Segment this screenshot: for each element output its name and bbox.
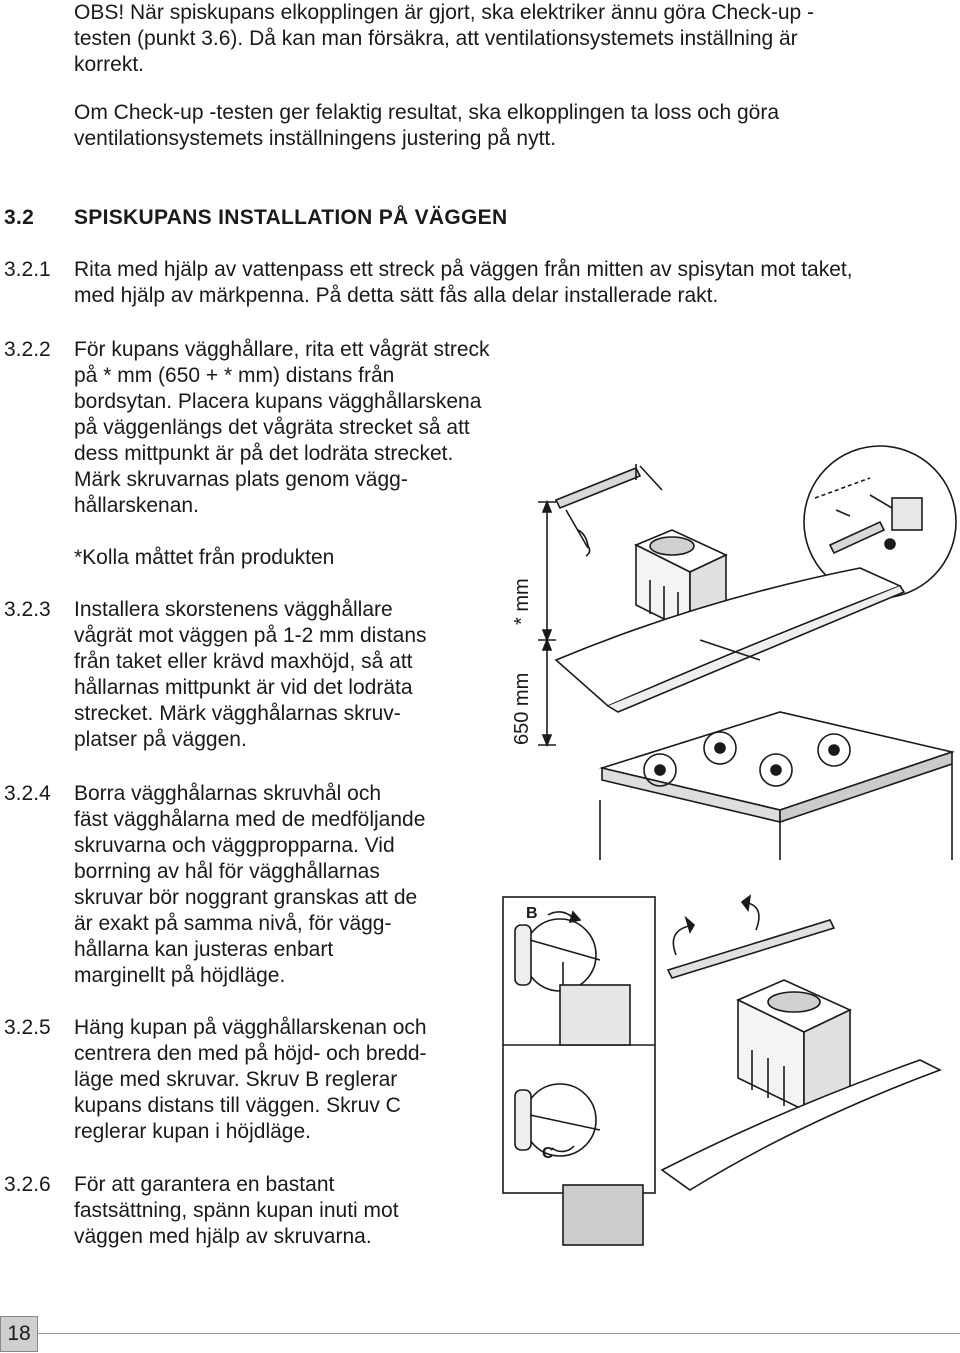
- text-line: bordsytan. Placera kupans vägghållarsken…: [74, 390, 482, 413]
- step-text: Installera skorstenens vägghållare vågrä…: [74, 597, 427, 753]
- text-line: marginellt på höjdläge.: [74, 964, 286, 987]
- step-text: Häng kupan på vägghållarskenan och centr…: [74, 1015, 427, 1145]
- text-line: på väggenlängs det vågräta strecket så a…: [74, 416, 470, 439]
- screw-b-label: B: [526, 905, 538, 922]
- text-line: hållarna kan justeras enbart: [74, 938, 334, 961]
- glass-canopy-illustration: [554, 567, 906, 713]
- text-line: från taket eller krävd maxhöjd, så att: [74, 650, 413, 673]
- screw-c-label: C: [542, 1145, 554, 1162]
- intro-paragraph-2: Om Check-up -testen ger felaktig resulta…: [74, 100, 779, 152]
- step-number: 3.2.6: [4, 1173, 51, 1196]
- text-line: För att garantera en bastant: [74, 1173, 335, 1196]
- step-text: För att garantera en bastant fastsättnin…: [74, 1172, 399, 1250]
- text-line: Rita med hjälp av vattenpass ett streck …: [74, 258, 853, 281]
- hob-illustration: [598, 711, 955, 824]
- text-line: kupans distans till väggen. Skruv C: [74, 1094, 401, 1117]
- text-line: Om Check-up -testen ger felaktig resulta…: [74, 101, 780, 124]
- step-text: Rita med hjälp av vattenpass ett streck …: [74, 257, 853, 309]
- text-line: Häng kupan på vägghållarskenan och: [74, 1016, 427, 1039]
- text-line: fastsättning, spänn kupan inuti mot: [74, 1199, 399, 1222]
- step-number: 3.2.2: [4, 338, 51, 361]
- dimension-label-lower: 650 mm: [511, 673, 533, 745]
- text-line: väggen med hjälp av skruvarna.: [74, 1225, 372, 1248]
- measurement-note: *Kolla måttet från produkten: [74, 546, 335, 569]
- text-line: skruvar bör noggrant granskas att de: [74, 886, 418, 909]
- wall-rail-illustration: [554, 464, 663, 557]
- step-number: 3.2.3: [4, 598, 51, 621]
- footer-divider: [38, 1333, 960, 1334]
- text-line: läge med skruvar. Skruv B reglerar: [74, 1068, 398, 1091]
- text-line: hållarnas mittpunkt är vid det lodräta: [74, 676, 413, 699]
- intro-paragraph-1: OBS! När spiskupans elkopplingen är gjor…: [74, 0, 814, 78]
- step-text: Borra vägghålarnas skruvhål och fäst väg…: [74, 781, 425, 989]
- text-line: med hjälp av märkpenna. På detta sätt få…: [74, 284, 719, 307]
- drill-detail-illustration: [803, 445, 957, 599]
- step-number: 3.2.5: [4, 1016, 51, 1039]
- text-line: hållarskenan.: [74, 494, 199, 517]
- text-line: på * mm (650 + * mm) distans från: [74, 364, 395, 387]
- text-line: ventilationsystemets inställningens just…: [74, 127, 557, 150]
- text-line: fäst vägghålarna med de medföljande: [74, 808, 426, 831]
- step-text: För kupans vägghållare, rita ett vågrät …: [74, 337, 490, 519]
- text-line: Installera skorstenens vägghållare: [74, 598, 393, 621]
- text-line: dess mittpunkt är på det lodräta strecke…: [74, 442, 454, 465]
- text-line: är exakt på samma nivå, för vägg-: [74, 912, 392, 935]
- dimension-label-upper: * mm: [511, 578, 533, 625]
- text-line: Märk skruvarnas plats genom vägg-: [74, 468, 408, 491]
- section-number: 3.2: [4, 206, 35, 229]
- text-line: OBS! När spiskupans elkopplingen är gjor…: [74, 1, 815, 24]
- dimension-line: [538, 499, 556, 748]
- text-line: strecket. Märk vägghålarnas skruv-: [74, 702, 401, 725]
- text-line: vågrät mot väggen på 1-2 mm distans: [74, 624, 427, 647]
- text-line: korrekt.: [74, 53, 145, 76]
- page-number: 18: [0, 1316, 38, 1352]
- step-number: 3.2.1: [4, 258, 51, 281]
- text-line: För kupans vägghållare, rita ett vågrät …: [74, 338, 490, 361]
- section-title: SPISKUPANS INSTALLATION PÅ VÄGGEN: [74, 206, 508, 229]
- text-line: borrning av hål för vägghållarnas: [74, 860, 380, 883]
- text-line: centrera den med på höjd- och bredd-: [74, 1042, 427, 1065]
- text-line: testen (punkt 3.6). Då kan man försäkra,…: [74, 27, 798, 50]
- text-line: platser på väggen.: [74, 728, 247, 751]
- step-number: 3.2.4: [4, 782, 51, 805]
- text-line: reglerar kupan i höjdläge.: [74, 1120, 311, 1143]
- hanging-diagram: [502, 894, 943, 1246]
- text-line: skruvarna och väggpropparna. Vid: [74, 834, 395, 857]
- text-line: Borra vägghålarnas skruvhål och: [74, 782, 382, 805]
